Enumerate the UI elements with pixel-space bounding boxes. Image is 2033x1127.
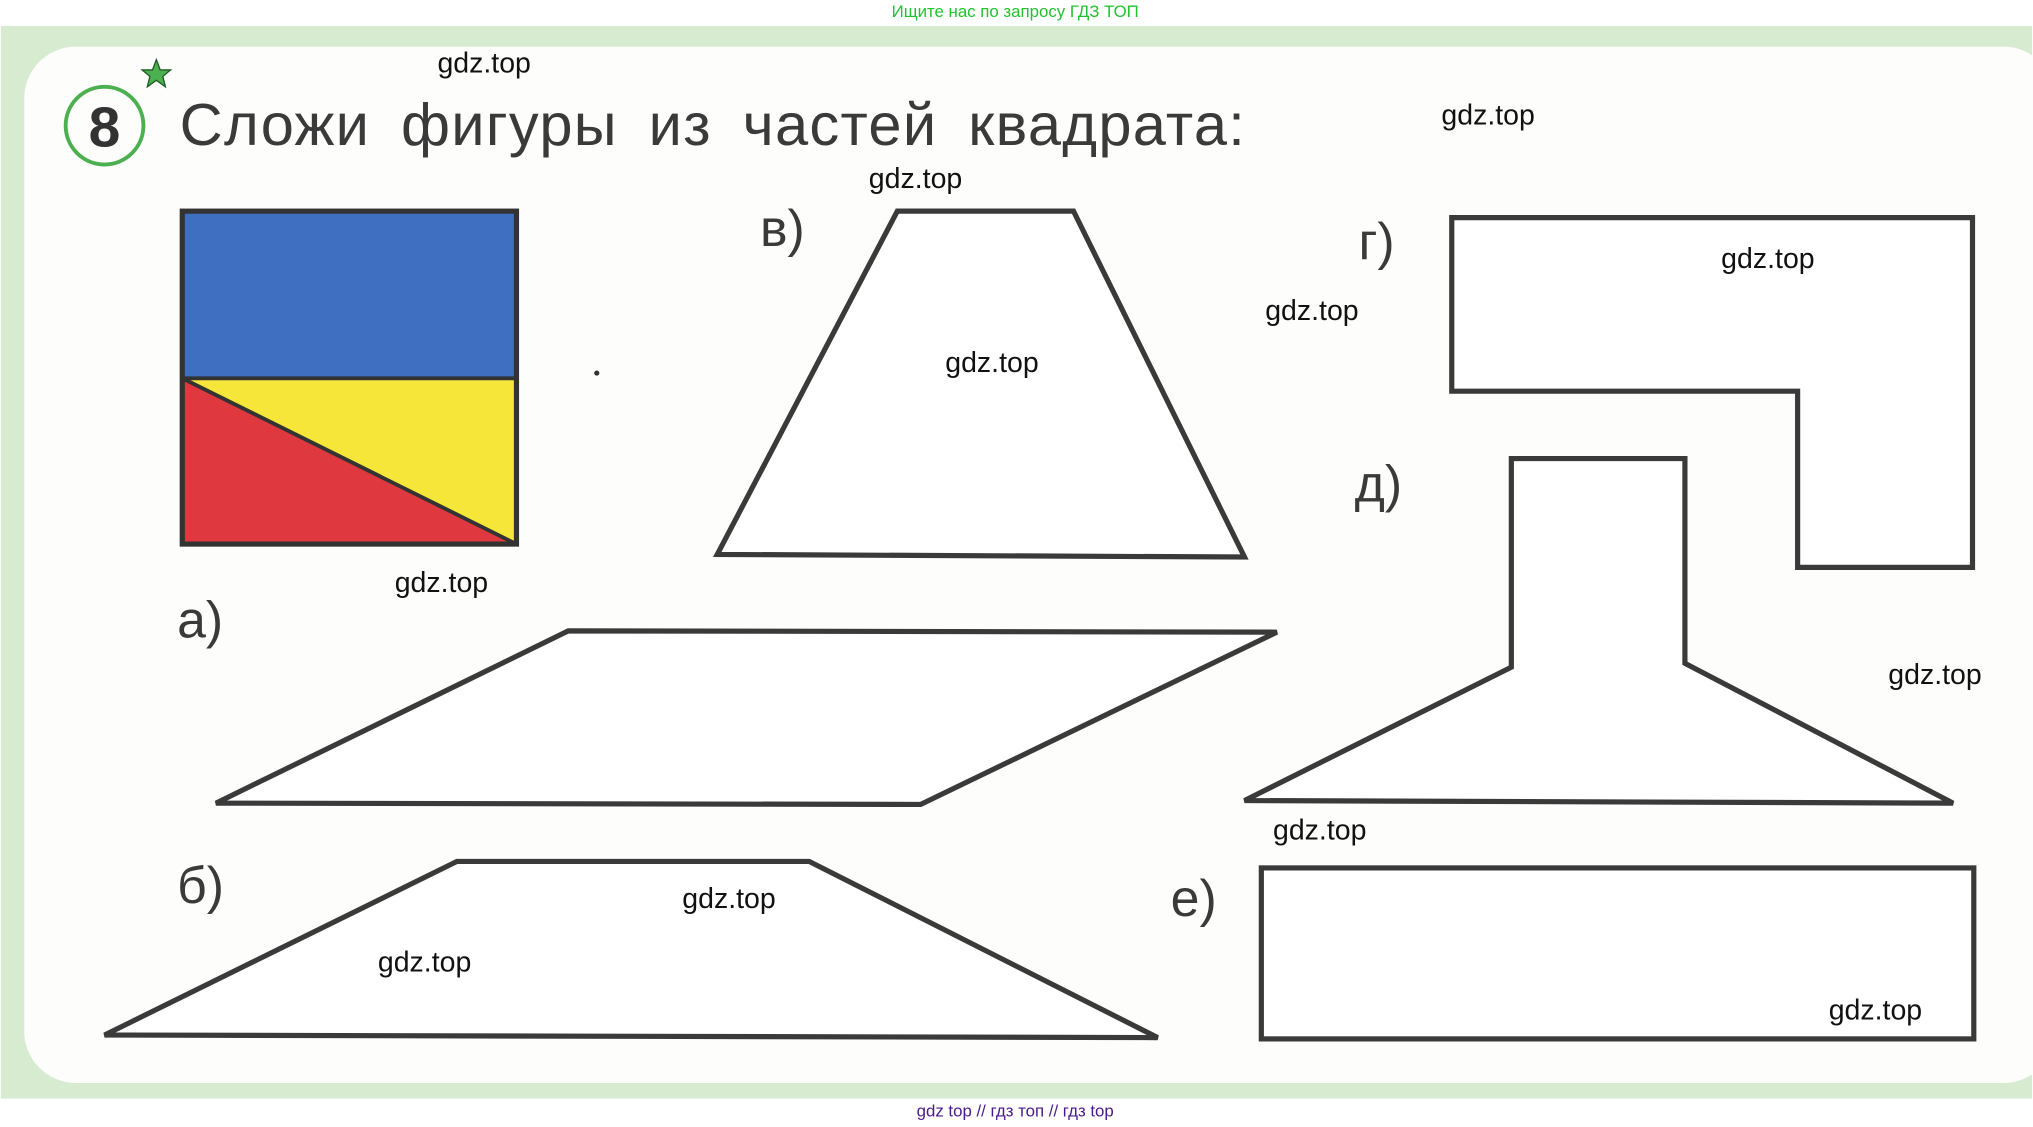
- shape-g-l-shape: [1449, 215, 1976, 570]
- star-icon: [140, 57, 173, 89]
- shape-a-parallelogram: [214, 628, 1279, 808]
- watermark: gdz.top: [437, 48, 530, 80]
- watermarks: gdz.top gdz.top gdz.top gdz.top gdz.top …: [378, 48, 1982, 1027]
- watermark: gdz.top: [378, 947, 471, 979]
- colored-square: [179, 208, 520, 547]
- watermark: gdz.top: [1265, 295, 1358, 327]
- label-d: д): [1355, 454, 1402, 512]
- bottom-banner: gdz top // гдз топ // гдз top: [917, 1102, 1114, 1121]
- task-number-circle: [63, 84, 146, 167]
- label-v: в): [760, 199, 805, 257]
- task-title: Сложи фигуры из частей квадрата:: [180, 91, 1246, 158]
- shape-e-rectangle: [1258, 865, 1977, 1042]
- watermark: gdz.top: [1721, 243, 1814, 275]
- label-g: г): [1358, 212, 1394, 270]
- watermark: gdz.top: [682, 883, 775, 915]
- watermark: gdz.top: [395, 567, 488, 599]
- watermark: gdz.top: [1829, 994, 1922, 1026]
- top-banner: Ищите нас по запросу ГДЗ ТОП: [892, 2, 1139, 21]
- watermark: gdz.top: [1888, 659, 1981, 691]
- label-e: е): [1171, 869, 1217, 927]
- shape-b-trapezoid: [103, 858, 1159, 1041]
- watermark: gdz.top: [945, 347, 1038, 379]
- task-number: 8: [89, 95, 121, 159]
- label-b: б): [177, 856, 224, 914]
- blue-piece: [182, 211, 517, 379]
- shape-v-trapezoid: [712, 208, 1249, 560]
- label-a: а): [177, 590, 223, 648]
- shape-d: [1243, 455, 1955, 806]
- watermark: gdz.top: [869, 163, 962, 195]
- watermark: gdz.top: [1441, 99, 1534, 131]
- dot: [594, 370, 600, 376]
- watermark: gdz.top: [1273, 814, 1366, 846]
